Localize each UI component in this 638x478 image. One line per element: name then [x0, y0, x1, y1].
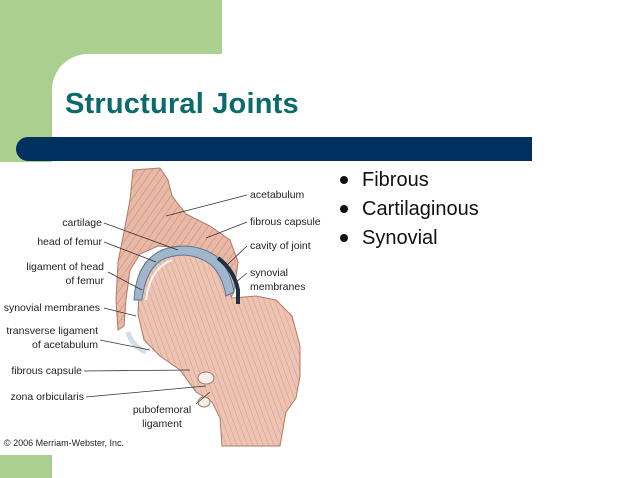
- bullet-item: Cartilaginous: [340, 195, 479, 224]
- title-underline-bar: [16, 137, 532, 161]
- label-synovial-membranes-right: membranes: [250, 281, 305, 293]
- leader-lines-right: [165, 194, 248, 405]
- joint-cavity-line: [216, 256, 240, 304]
- hip-joint-diagram: cartilage head of femur ligament of head…: [4, 167, 321, 447]
- label-cartilage: cartilage: [62, 217, 102, 229]
- copyright-credit: © 2006 Merriam-Webster, Inc.: [4, 438, 125, 448]
- bullet-dot-icon: [340, 205, 348, 213]
- label-acetabulum: acetabulum: [250, 189, 305, 201]
- label-head-of-femur: head of femur: [37, 236, 102, 248]
- slide-title: Structural Joints: [65, 88, 299, 120]
- bullet-dot-icon: [340, 234, 348, 242]
- bottom-accent-strip: [0, 455, 52, 478]
- label-pubofemoral: pubofemoral: [133, 404, 191, 416]
- bullet-item: Fibrous: [340, 166, 479, 195]
- label-ligament-of-head: ligament of head: [26, 261, 104, 273]
- label-cavity-of-joint: cavity of joint: [250, 240, 311, 252]
- label-ligament-of-head-2: of femur: [65, 275, 104, 287]
- label-fibrous-capsule-left: fibrous capsule: [11, 365, 82, 377]
- bullet-list: Fibrous Cartilaginous Synovial: [340, 166, 479, 253]
- label-synovial: synovial: [250, 267, 288, 279]
- articular-cartilage-shape: [133, 245, 235, 301]
- bullet-text: Synovial: [362, 227, 438, 249]
- label-zona-orbicularis: zona orbicularis: [10, 391, 84, 403]
- bullet-text: Cartilaginous: [362, 198, 479, 220]
- label-synovial-membranes: synovial membranes: [4, 302, 100, 314]
- bullet-dot-icon: [340, 176, 348, 184]
- bullet-text: Fibrous: [362, 169, 429, 191]
- label-fibrous-capsule-right: fibrous capsule: [250, 216, 321, 228]
- leader-lines-left: [83, 222, 207, 398]
- label-transverse-ligament: transverse ligament: [6, 325, 98, 337]
- bullet-item: Synovial: [340, 224, 479, 253]
- label-transverse-ligament-2: of acetabulum: [32, 339, 98, 351]
- label-pubofemoral-ligament: ligament: [142, 418, 182, 430]
